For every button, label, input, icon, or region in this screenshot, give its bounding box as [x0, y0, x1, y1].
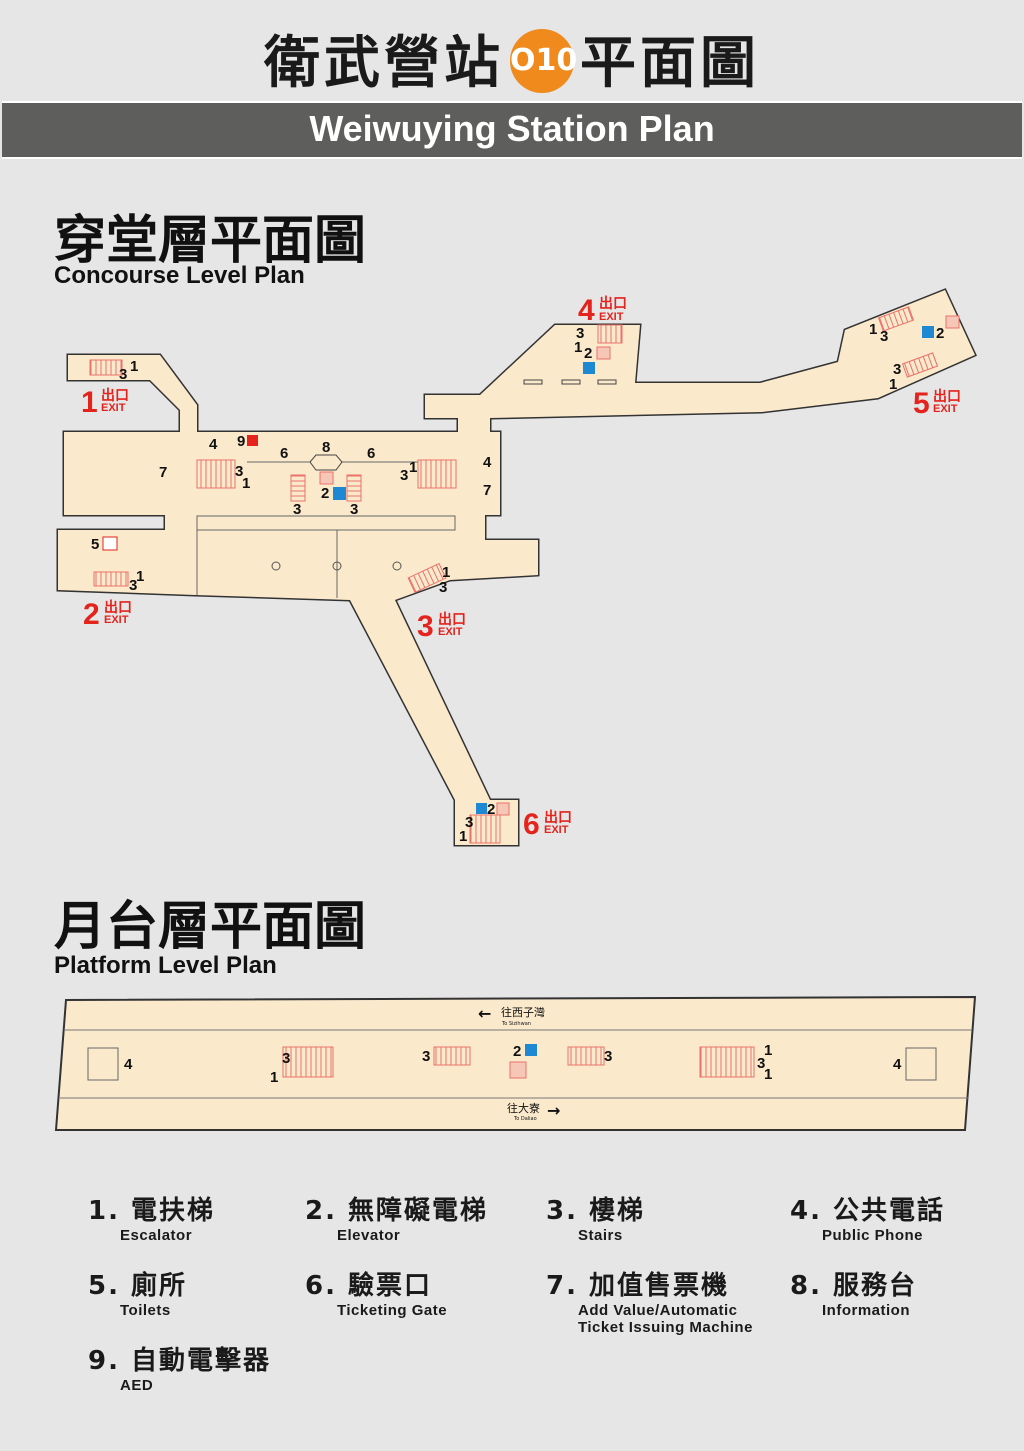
platform-title: 月台層平面圖: [54, 897, 367, 957]
svg-text:1: 1: [242, 475, 250, 492]
svg-text:3: 3: [293, 501, 301, 518]
svg-text:出口: 出口: [544, 809, 572, 826]
svg-text:To Sizihwan: To Sizihwan: [501, 1021, 531, 1027]
svg-text:8: 8: [322, 439, 330, 456]
concourse-title: 穿堂層平面圖: [54, 211, 367, 271]
svg-text:→: →: [547, 1101, 560, 1120]
svg-text:3: 3: [576, 325, 584, 342]
svg-text:出口: 出口: [933, 388, 961, 405]
svg-text:3: 3: [757, 1055, 765, 1072]
svg-text:4: 4: [124, 1056, 133, 1073]
svg-text:1: 1: [869, 321, 877, 338]
line-code-badge: O10: [510, 28, 577, 93]
title-zh: 衛武營站: [264, 31, 504, 96]
subtitle-bar: Weiwuying Station Plan: [2, 101, 1022, 159]
svg-text:3: 3: [604, 1048, 612, 1065]
svg-text:1: 1: [270, 1069, 278, 1086]
svg-text:3: 3: [893, 361, 901, 378]
svg-text:2: 2: [487, 801, 495, 818]
svg-text:4: 4: [893, 1056, 902, 1073]
direction-west: ← 往西子灣 To Sizihwan: [478, 1004, 545, 1027]
svg-text:3: 3: [880, 328, 888, 345]
svg-text:1: 1: [574, 339, 582, 356]
svg-text:3: 3: [417, 610, 434, 643]
svg-text:7: 7: [483, 482, 491, 499]
svg-text:2: 2: [321, 485, 329, 502]
svg-text:3: 3: [465, 814, 473, 831]
svg-text:3: 3: [129, 577, 137, 594]
svg-text:3: 3: [422, 1048, 430, 1065]
svg-text:1: 1: [409, 459, 417, 476]
svg-text:1: 1: [136, 568, 144, 585]
svg-text:3: 3: [350, 501, 358, 518]
svg-text:3: 3: [400, 467, 408, 484]
svg-text:1: 1: [889, 376, 897, 393]
concourse-subtitle: Concourse Level Plan: [54, 262, 305, 289]
svg-text:6: 6: [367, 445, 375, 462]
facility-icons: [102, 315, 960, 816]
svg-text:1: 1: [764, 1066, 772, 1083]
svg-text:往西子灣: 往西子灣: [501, 1005, 545, 1019]
svg-text:EXIT: EXIT: [104, 614, 129, 626]
svg-text:1: 1: [130, 358, 138, 375]
stairs: [89, 306, 939, 844]
svg-text:3: 3: [439, 579, 447, 596]
svg-text:2: 2: [513, 1043, 521, 1060]
svg-text:出口: 出口: [438, 611, 466, 628]
svg-text:1: 1: [459, 828, 467, 845]
svg-text:5: 5: [91, 536, 99, 553]
svg-text:EXIT: EXIT: [599, 311, 624, 323]
svg-text:9: 9: [237, 433, 245, 450]
svg-text:1: 1: [442, 564, 450, 581]
svg-text:4: 4: [209, 436, 218, 453]
title-zh-suffix: 平面圖: [580, 31, 760, 96]
svg-text:出口: 出口: [101, 387, 129, 404]
svg-text:3: 3: [119, 366, 127, 383]
svg-text:2: 2: [584, 345, 592, 362]
platform-subtitle: Platform Level Plan: [54, 952, 277, 979]
concourse-floor: [56, 288, 978, 847]
svg-text:EXIT: EXIT: [544, 824, 569, 836]
svg-text:4: 4: [483, 454, 492, 471]
svg-text:往大寮: 往大寮: [507, 1101, 540, 1115]
svg-text:3: 3: [282, 1050, 290, 1067]
svg-text:2: 2: [936, 325, 944, 342]
svg-text:2: 2: [83, 598, 100, 631]
svg-text:←: ←: [478, 1004, 491, 1023]
svg-text:EXIT: EXIT: [101, 402, 126, 414]
svg-text:5: 5: [913, 387, 930, 420]
svg-text:6: 6: [280, 445, 288, 462]
svg-text:出口: 出口: [104, 599, 132, 616]
svg-text:To Daliao: To Daliao: [513, 1116, 537, 1122]
svg-text:EXIT: EXIT: [438, 626, 463, 638]
svg-text:4: 4: [578, 294, 595, 327]
svg-text:3: 3: [235, 463, 243, 480]
svg-text:1: 1: [764, 1042, 772, 1059]
svg-text:6: 6: [523, 808, 540, 841]
svg-text:EXIT: EXIT: [933, 403, 958, 415]
svg-text:1: 1: [81, 386, 98, 419]
svg-text:出口: 出口: [599, 295, 627, 312]
svg-text:7: 7: [159, 464, 167, 481]
